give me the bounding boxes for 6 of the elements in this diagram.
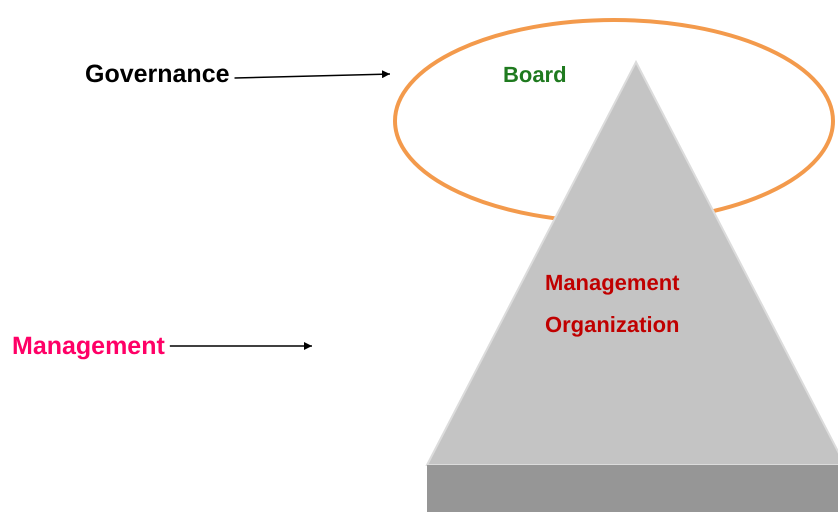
node-label: Management [12, 331, 165, 362]
node-label: Governance [85, 59, 230, 90]
board-label: Board [503, 61, 567, 89]
arrow [170, 342, 312, 350]
arrow [234, 70, 390, 79]
pyramid-label: Management Organization [545, 269, 680, 339]
